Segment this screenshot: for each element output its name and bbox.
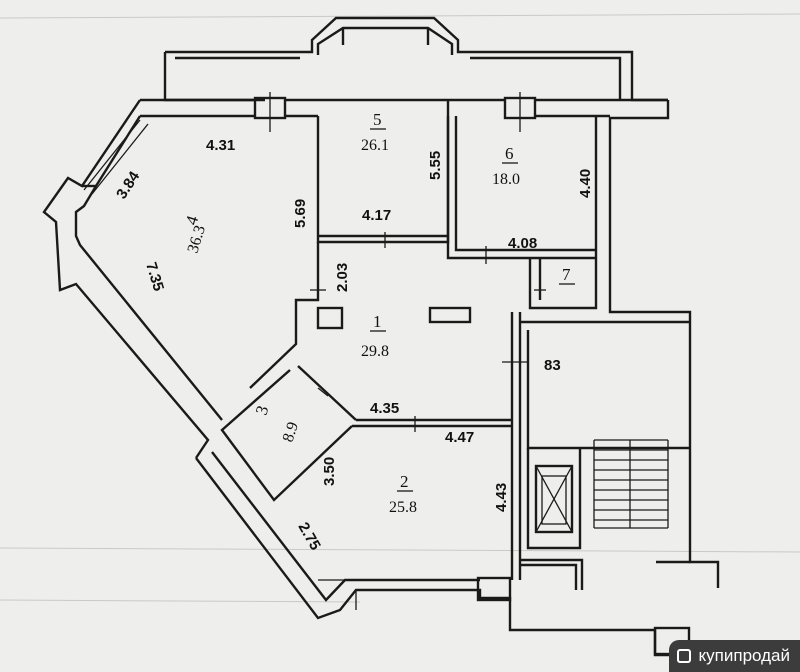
room-5-area: 26.1 <box>361 137 389 154</box>
dimension-labels: 4.31 3.84 5.69 7.35 5.55 4.17 4.40 4.08 … <box>113 137 594 553</box>
dim-83: 83 <box>544 357 561 374</box>
background-lines <box>0 13 800 603</box>
dim-3-84: 3.84 <box>113 168 144 202</box>
room-labels: 5 26.1 6 18.0 4 36.3 1 29.8 3 8.9 2 25.8… <box>182 110 575 516</box>
dim-4-47: 4.47 <box>445 429 474 446</box>
interior-walls <box>220 100 690 590</box>
dim-5-69: 5.69 <box>292 199 309 228</box>
dim-4-35: 4.35 <box>370 400 399 417</box>
dim-4-43: 4.43 <box>493 483 510 512</box>
dim-2-03: 2.03 <box>334 263 351 292</box>
door-marks <box>310 232 546 610</box>
dim-3-50: 3.50 <box>321 457 338 486</box>
dim-4-40: 4.40 <box>577 169 594 198</box>
watermark-text: купипродай <box>698 646 790 665</box>
dim-4-31: 4.31 <box>206 137 235 154</box>
dim-5-55: 5.55 <box>427 151 444 180</box>
room-6-number: 6 <box>505 144 514 163</box>
room-4-area: 36.3 <box>185 223 209 255</box>
room-3-number: 3 <box>252 403 273 417</box>
dim-4-08: 4.08 <box>508 235 537 252</box>
windows <box>253 92 691 656</box>
staircase <box>593 439 669 529</box>
room-7-number: 7 <box>562 265 571 284</box>
room-1-area: 29.8 <box>361 343 389 360</box>
watermark-badge: купипродай <box>668 640 800 672</box>
dim-7-35: 7.35 <box>142 260 167 293</box>
dim-2-75: 2.75 <box>295 520 324 554</box>
room-5-number: 5 <box>373 110 382 129</box>
room-6-area: 18.0 <box>492 171 520 188</box>
room-2-number: 2 <box>400 472 409 491</box>
outer-walls <box>42 16 720 657</box>
dim-4-17: 4.17 <box>362 207 391 224</box>
room-1-number: 1 <box>373 312 382 331</box>
room-2-area: 25.8 <box>389 499 417 516</box>
logo-icon <box>676 649 691 663</box>
room-3-area: 8.9 <box>280 420 302 444</box>
